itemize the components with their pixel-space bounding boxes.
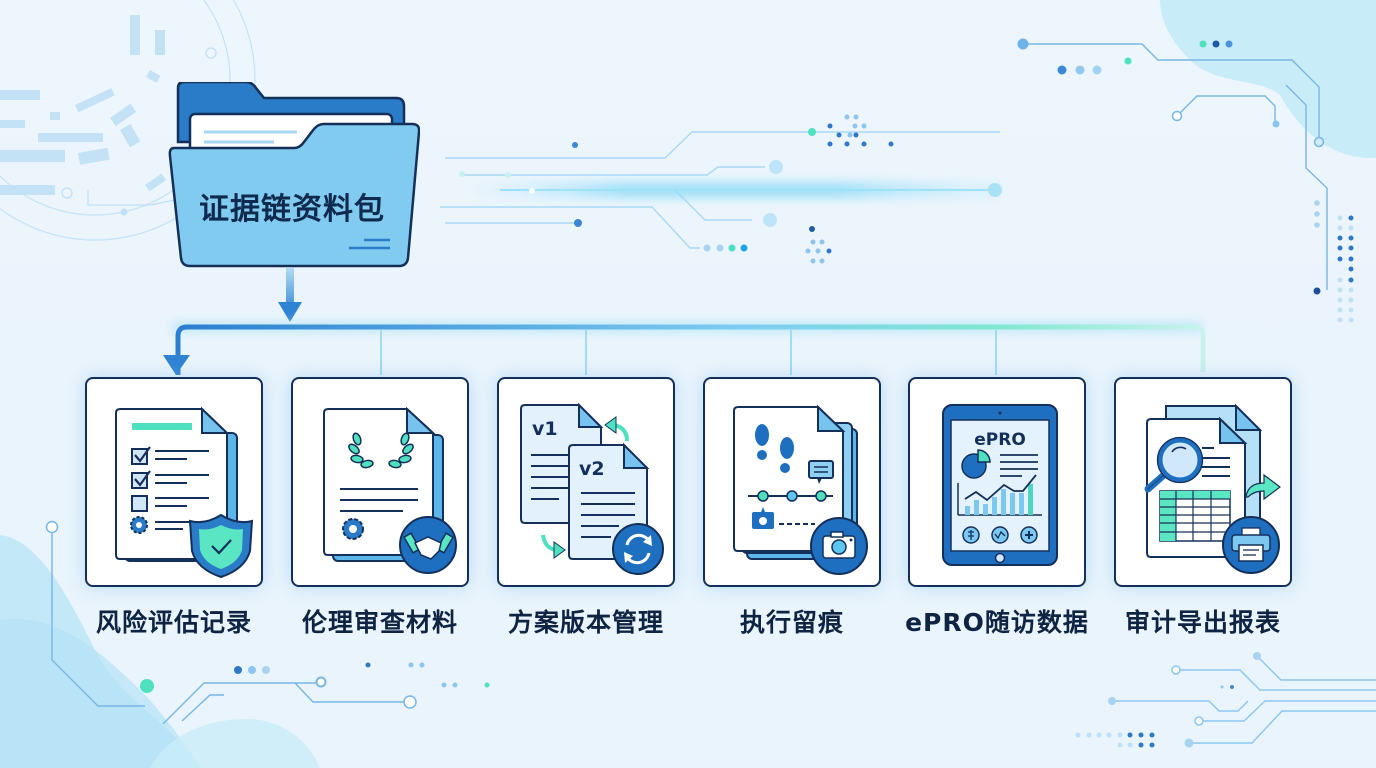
card-label-ethics-review: 伦理审查材料 [301,608,458,637]
card-execution-trace[interactable] [703,377,881,587]
checklist-document-shield-icon [115,406,254,579]
card-label-epro-followup-data: ePRO随访数据 [905,608,1089,637]
card-label-protocol-versions: 方案版本管理 [507,608,664,637]
card-protocol-versions[interactable]: v1 v2 [497,377,675,587]
card-label-audit-export-report: 审计导出报表 [1124,608,1281,637]
svg-text:v2: v2 [579,458,605,480]
footprints-timeline-camera-icon [733,404,868,575]
root-node-label: 证据链资料包 [199,192,385,227]
svg-text:v1: v1 [532,418,558,440]
card-label-execution-trace: 执行留痕 [739,608,844,637]
certificate-handshake-icon [323,406,457,574]
card-risk-assessment[interactable] [85,377,263,587]
magnifier-spreadsheet-printer-icon [1144,403,1281,574]
svg-text:ePRO: ePRO [974,430,1026,450]
version-documents-sync-icon: v1 v2 [520,402,664,575]
card-label-risk-assessment: 风险评估记录 [95,608,252,637]
card-epro-followup-data[interactable]: ePRO [908,377,1086,587]
card-ethics-review[interactable] [291,377,469,587]
folder-icon [168,82,420,268]
tablet-epro-chart-icon: ePRO [942,404,1058,566]
root-node-evidence-package[interactable]: 证据链资料包 [164,82,420,268]
card-audit-export-report[interactable] [1114,377,1292,587]
